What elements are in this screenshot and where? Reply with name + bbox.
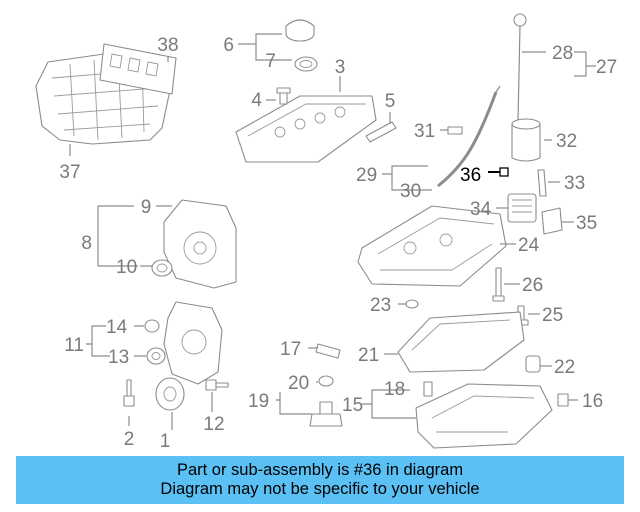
callout-31[interactable]: 31	[414, 121, 435, 142]
callout-20[interactable]: 20	[288, 373, 309, 394]
cover-bolt-part[interactable]	[276, 87, 291, 105]
manifold-gasket-part[interactable]	[99, 43, 177, 95]
callout-25[interactable]: 25	[542, 305, 563, 326]
callout-10[interactable]: 10	[116, 257, 137, 278]
callout-1[interactable]: 1	[160, 431, 171, 452]
oil-cooler-part[interactable]	[507, 193, 537, 223]
callout-19[interactable]: 19	[248, 391, 269, 412]
cap-seal-part[interactable]	[294, 56, 318, 72]
cover-stud-part[interactable]	[205, 379, 229, 391]
long-bolt-part[interactable]	[492, 267, 505, 302]
callout-9[interactable]: 9	[141, 197, 152, 218]
callout-36-highlighted[interactable]: 36	[460, 165, 481, 186]
oil-pan-lower-part[interactable]	[415, 383, 553, 449]
callout-27[interactable]: 27	[596, 57, 617, 78]
cooler-gasket-part[interactable]	[541, 207, 563, 235]
baffle-plate-part[interactable]	[397, 311, 525, 373]
callout-7[interactable]: 7	[265, 51, 276, 72]
callout-23[interactable]: 23	[370, 295, 391, 316]
callout-12[interactable]: 12	[203, 414, 224, 435]
filler-cap-part[interactable]	[285, 19, 315, 42]
callout-13[interactable]: 13	[108, 347, 129, 368]
callout-34[interactable]: 34	[470, 199, 492, 220]
callout-21[interactable]: 21	[358, 345, 379, 366]
callout-35[interactable]: 35	[576, 213, 597, 234]
callout-37[interactable]: 37	[59, 162, 80, 183]
large-seal-part[interactable]	[146, 347, 166, 365]
callout-2[interactable]: 2	[124, 429, 135, 450]
mount-19-part[interactable]	[309, 401, 343, 427]
callout-16[interactable]: 16	[582, 391, 603, 412]
callout-17[interactable]: 17	[280, 339, 301, 360]
tube-bolt-part[interactable]	[447, 126, 463, 135]
cover-seal-part[interactable]	[151, 259, 173, 277]
pan-sensor-part[interactable]	[423, 381, 433, 397]
callout-18[interactable]: 18	[384, 379, 405, 400]
callout-14[interactable]: 14	[106, 317, 128, 338]
oil-filter-part[interactable]	[511, 118, 541, 162]
callout-33[interactable]: 33	[564, 173, 585, 194]
callout-5[interactable]: 5	[385, 91, 396, 112]
oil-pan-upper-part[interactable]	[357, 205, 507, 287]
o-ring-20-part[interactable]	[318, 375, 334, 387]
callout-32[interactable]: 32	[556, 131, 577, 152]
callout-3[interactable]: 3	[335, 57, 346, 78]
callout-11[interactable]: 11	[64, 335, 84, 356]
callout-30[interactable]: 30	[400, 181, 421, 202]
callout-6[interactable]: 6	[223, 35, 234, 56]
pulley-bolt-part[interactable]	[123, 379, 135, 407]
pin-part[interactable]	[537, 169, 547, 197]
level-sensor-part[interactable]	[525, 355, 541, 373]
callout-4[interactable]: 4	[251, 90, 262, 111]
sensor-17-part[interactable]	[315, 343, 341, 359]
banner-line-disclaimer: Diagram may not be specific to your vehi…	[160, 480, 480, 498]
front-cover-part[interactable]	[163, 301, 223, 385]
callout-8[interactable]: 8	[81, 233, 92, 254]
dipstick-tube-part[interactable]	[437, 85, 501, 188]
info-banner: Part or sub-assembly is #36 in diagram D…	[16, 456, 624, 504]
exploded-parts-diagram: 1 2 3 4 5 6 7 8 9 10 11 12 13 14 15 16 1…	[35, 13, 617, 452]
o-ring-part[interactable]	[405, 299, 419, 309]
callout-15[interactable]: 15	[342, 395, 363, 416]
banner-line-part-number: Part or sub-assembly is #36 in diagram	[176, 461, 464, 479]
leader-lines	[69, 33, 596, 430]
highlighted-bolt-part[interactable]	[488, 167, 509, 177]
callout-38[interactable]: 38	[157, 35, 178, 56]
baffle-part[interactable]	[365, 121, 397, 143]
callout-labels: 1 2 3 4 5 6 7 8 9 10 11 12 13 14 15 16 1…	[59, 35, 617, 452]
timing-cover-part[interactable]	[163, 199, 237, 289]
callout-24[interactable]: 24	[518, 235, 540, 256]
valve-cover-part[interactable]	[235, 95, 377, 163]
callout-28[interactable]: 28	[552, 43, 573, 64]
dipstick-part[interactable]	[513, 13, 527, 121]
drain-plug-part[interactable]	[557, 393, 569, 407]
callout-26[interactable]: 26	[522, 275, 543, 296]
small-seal-part[interactable]	[144, 319, 160, 333]
callout-22[interactable]: 22	[554, 357, 575, 378]
callout-29[interactable]: 29	[356, 165, 377, 186]
crank-pulley-part[interactable]	[155, 377, 185, 411]
